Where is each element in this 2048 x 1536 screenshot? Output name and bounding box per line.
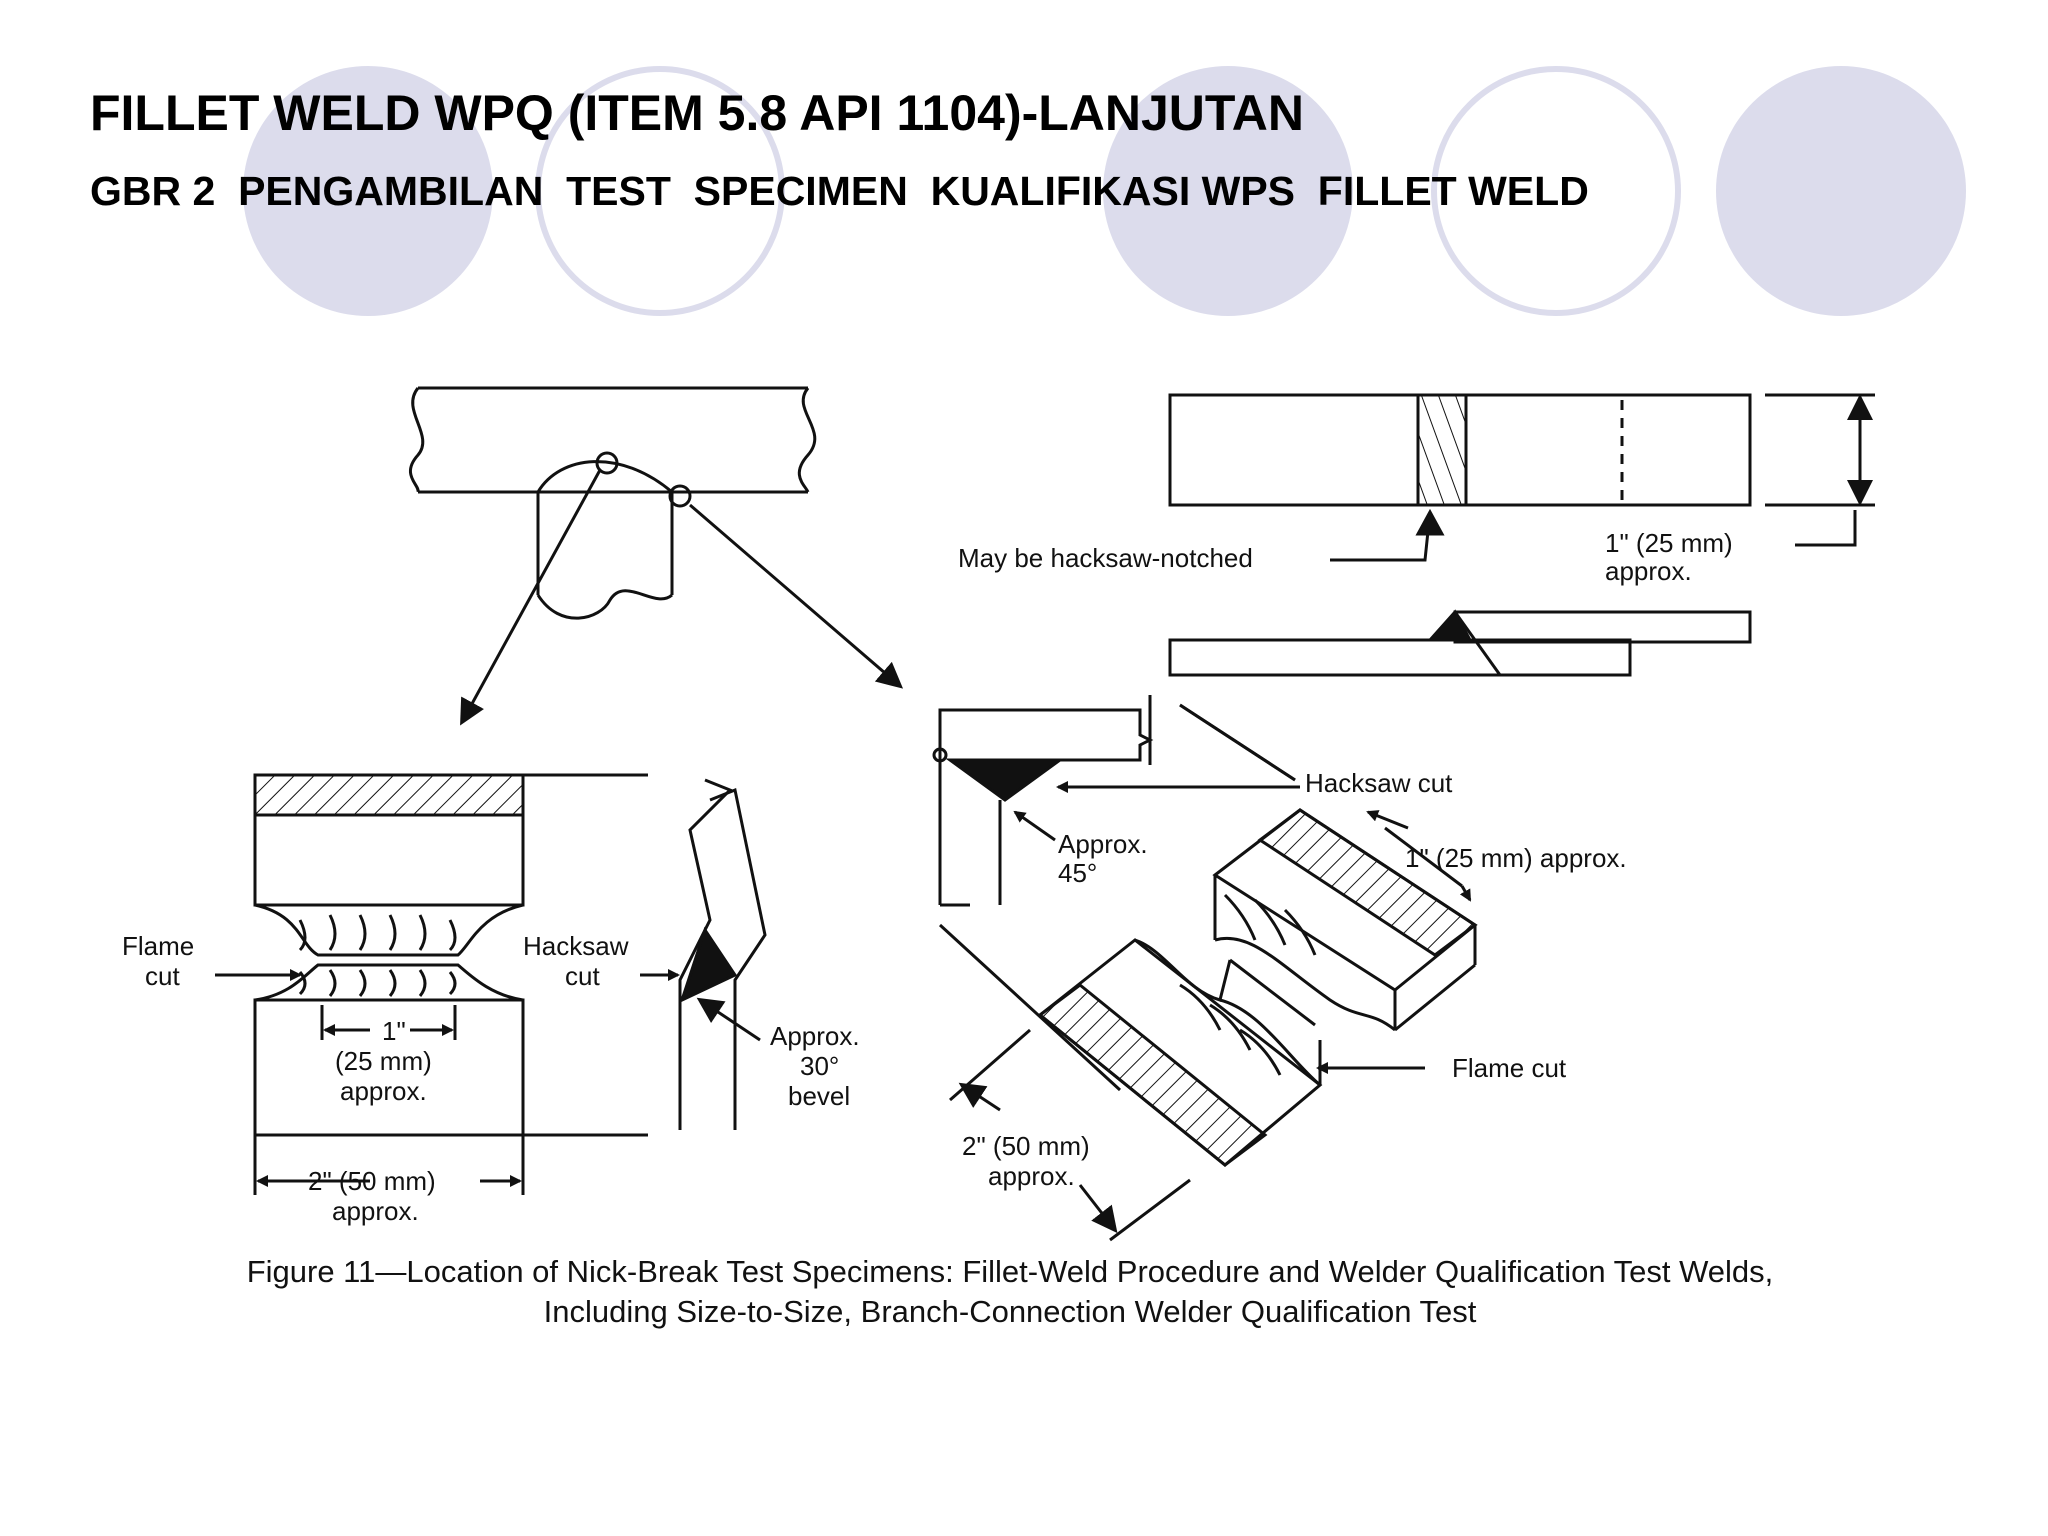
label-dim1-1: 1" bbox=[382, 1016, 406, 1046]
label-dim2-1: 2" (50 mm) bbox=[308, 1166, 436, 1196]
label-approx-45-2: 45° bbox=[1058, 858, 1097, 888]
label-may-be-hacksaw-notched: May be hacksaw-notched bbox=[958, 543, 1253, 573]
label-hacksaw-cut-left-2: cut bbox=[565, 961, 600, 991]
label-hacksaw-cut-right: Hacksaw cut bbox=[1305, 768, 1453, 798]
label-dim2-2: approx. bbox=[332, 1196, 419, 1226]
label-approx-30-3: bevel bbox=[788, 1081, 850, 1111]
decor-circle-filled-2 bbox=[1103, 66, 1353, 316]
figure-caption: Figure 11—Location of Nick-Break Test Sp… bbox=[40, 1252, 1980, 1332]
label-approx-30-2: 30° bbox=[800, 1051, 839, 1081]
slide-title: FILLET WELD WPQ (ITEM 5.8 API 1104)-LANJ… bbox=[90, 85, 1304, 141]
label-hacksaw-cut-left-1: Hacksaw bbox=[523, 931, 629, 961]
right-specimen bbox=[932, 695, 1478, 1242]
label-dim1-right: 1" (25 mm) approx. bbox=[1405, 843, 1627, 873]
label-approx-45-1: Approx. bbox=[1058, 829, 1148, 859]
label-dim2-right-1: 2" (50 mm) bbox=[962, 1131, 1090, 1161]
decor-circle-ring-2 bbox=[1431, 66, 1681, 316]
label-top-dim-1: 1" (25 mm) bbox=[1605, 528, 1733, 558]
label-flame-cut-left-2: cut bbox=[145, 961, 180, 991]
label-dim2-right-2: approx. bbox=[988, 1161, 1075, 1191]
label-flame-cut-right: Flame cut bbox=[1452, 1053, 1567, 1083]
decor-circle-ring-1 bbox=[535, 66, 785, 316]
decor-circle-filled-1 bbox=[243, 66, 493, 316]
label-top-dim-2: approx. bbox=[1605, 556, 1692, 586]
top-right-specimen bbox=[1168, 393, 1875, 677]
label-dim1-3: approx. bbox=[340, 1076, 427, 1106]
label-approx-30-1: Approx. bbox=[770, 1021, 860, 1051]
decor-circle-filled-3 bbox=[1716, 66, 1966, 316]
branch-pipe-assembly bbox=[409, 386, 904, 726]
bevel-detail bbox=[640, 778, 767, 1130]
left-specimen bbox=[215, 773, 648, 1195]
caption-line-1: Figure 11—Location of Nick-Break Test Sp… bbox=[246, 1254, 1774, 1289]
label-flame-cut-left-1: Flame bbox=[122, 931, 194, 961]
label-dim1-2: (25 mm) bbox=[335, 1046, 432, 1076]
caption-line-2: Including Size-to-Size, Branch-Connectio… bbox=[543, 1294, 1477, 1329]
slide-subtitle: GBR 2 PENGAMBILAN TEST SPECIMEN KUALIFIK… bbox=[90, 168, 1589, 214]
